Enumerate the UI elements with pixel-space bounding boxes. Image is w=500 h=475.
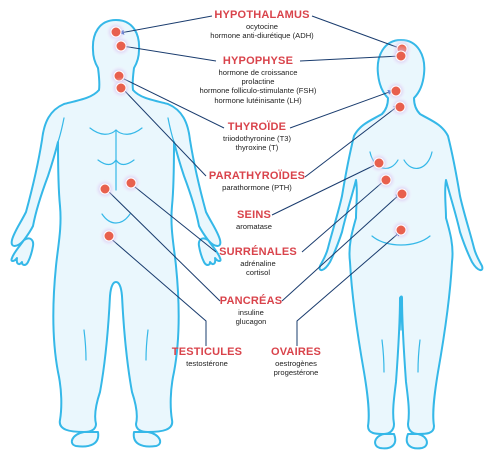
connector-surrenales-male — [129, 182, 217, 253]
female-right-foot — [405, 433, 428, 450]
label-ovaires-line-1: oestrogènes — [275, 359, 317, 368]
connector-surrenales-female — [301, 179, 386, 253]
label-thyroide-line-2: thyroxine (T) — [235, 143, 279, 153]
gland-surrenales-female — [375, 169, 397, 191]
label-surrenales: SURRÉNALES adrénaline cortisol — [219, 246, 297, 277]
gland-ovaires-female — [390, 219, 412, 241]
label-testicules-title: TESTICULES — [171, 346, 243, 358]
gland-parathyroides-male — [110, 77, 132, 99]
label-ovaires-title: OVAIRES — [270, 346, 322, 358]
gland-surrenales-male-left — [94, 178, 116, 200]
label-seins: SEINS aromatase — [236, 209, 272, 231]
label-hypothalamus-title: HYPOTHALAMUS — [214, 9, 310, 21]
label-hypothalamus-line-2: hormone anti-diurétique (ADH) — [210, 31, 314, 41]
connector-hypophyse-female — [299, 53, 401, 62]
gland-markers — [94, 21, 413, 247]
gland-hypophyse-male — [110, 35, 132, 57]
gland-surrenales-male-right — [120, 172, 142, 194]
gland-seins-female — [368, 152, 390, 174]
label-pancreas-line-2: glucagon — [235, 317, 267, 327]
connector-pancreas-female — [281, 193, 401, 302]
label-surrenales-line-2: cortisol — [245, 268, 271, 278]
label-pancreas: PANCRÉAS insuline glucagon — [220, 295, 283, 326]
label-hypothalamus: HYPOTHALAMUS ocytocine hormone anti-diur… — [210, 9, 313, 40]
label-parathyroides-title: PARATHYROÏDES — [208, 170, 306, 182]
gland-testicules-male — [98, 225, 120, 247]
gland-parathyroides-female — [389, 96, 411, 118]
label-thyroide: THYROÏDE triiodothyronine (T3) thyroxine… — [223, 121, 291, 152]
label-surrenales-title: SURRÉNALES — [219, 246, 297, 258]
male-figure — [10, 19, 222, 448]
label-hypophyse-title: HYPOPHYSE — [222, 55, 294, 67]
connector-parathyroides-male — [121, 87, 207, 177]
label-parathyroides: PARATHYROÏDES parathormone (PTH) — [209, 170, 305, 192]
label-pancreas-title: PANCRÉAS — [219, 295, 283, 307]
label-seins-title: SEINS — [236, 209, 272, 221]
male-right-foot — [132, 431, 162, 448]
label-thyroide-title: THYROÏDE — [227, 121, 287, 133]
male-body-outline — [10, 19, 222, 433]
label-testicules-line-1: testostérone — [186, 359, 228, 368]
label-testicules: TESTICULES testostérone — [172, 346, 242, 368]
label-hypothalamus-line-1: ocytocine — [245, 22, 279, 31]
label-hypophyse-line-4: hormone lutéinisante (LH) — [214, 95, 302, 105]
connector-seins-female — [271, 162, 380, 216]
label-parathyroides-line-1: parathormone (PTH) — [222, 183, 292, 192]
label-pancreas-line-1: insuline — [238, 308, 264, 317]
label-hypophyse-line-1: hormone de croissance — [218, 68, 298, 77]
label-hypophyse: HYPOPHYSE hormone de croissance prolacti… — [200, 55, 317, 105]
connector-lines — [105, 15, 403, 346]
connector-hypophyse-male — [121, 44, 217, 62]
connector-hypothalamus-male — [119, 15, 213, 35]
label-thyroide-line-1: triiodothyronine (T3) — [223, 134, 291, 143]
gland-hypophyse-female — [390, 45, 412, 67]
gland-pancreas-female — [391, 183, 413, 205]
female-left-foot — [374, 433, 397, 450]
connector-thyroide-female — [289, 90, 393, 129]
male-left-hand — [10, 237, 35, 266]
connector-hypothalamus-female — [311, 15, 403, 50]
connector-parathyroides-female — [304, 105, 399, 178]
label-hypophyse-line-3: hormone folliculo-stimulante (FSH) — [199, 86, 317, 96]
male-right-hand — [197, 237, 222, 266]
connector-ovaires — [296, 231, 401, 346]
label-ovaires: OVAIRES oestrogènes progestérone — [271, 346, 321, 377]
male-left-foot — [70, 431, 100, 448]
connector-pancreas-male — [105, 188, 221, 302]
connector-thyroide-male — [119, 76, 225, 129]
label-hypophyse-line-2: prolactine — [241, 77, 275, 87]
label-ovaires-line-2: progestérone — [273, 368, 319, 378]
connector-testicules — [108, 236, 207, 346]
label-surrenales-line-1: adrénaline — [240, 259, 276, 268]
label-seins-line-1: aromatase — [236, 222, 272, 231]
